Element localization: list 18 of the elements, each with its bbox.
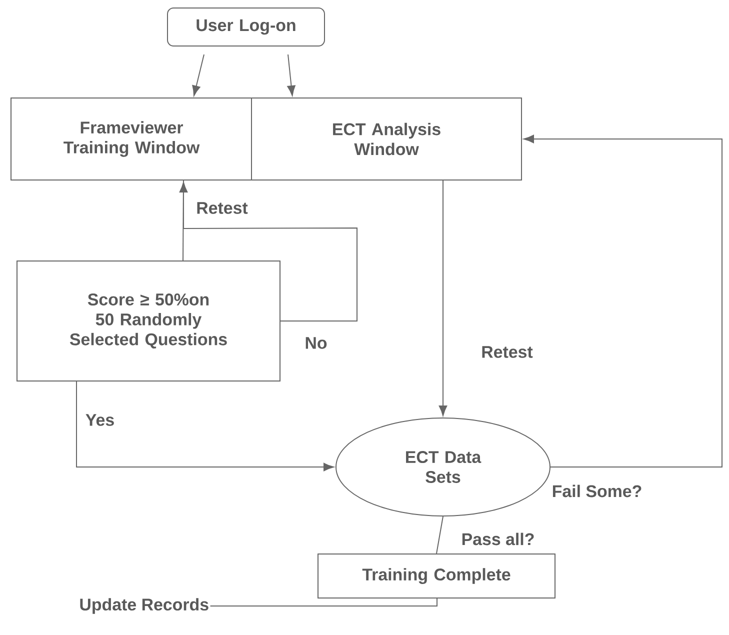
arrow [179, 182, 358, 322]
edge-label: Retest [195, 201, 249, 215]
edge-label: Pass all? [460, 532, 536, 546]
edge-label: Yes [84, 413, 116, 427]
edge-label: Retest [480, 345, 534, 359]
process-box: Frameviewer Training Window [10, 98, 252, 180]
decision-box: Score ≥ 50%on 50 Randomly Selected Questions [16, 260, 280, 382]
end-box: Training Complete [318, 554, 556, 598]
edge-label: Fail Some? [550, 484, 644, 498]
arrow [192, 54, 204, 96]
arrow [76, 381, 334, 472]
arrow [438, 180, 448, 416]
process-box: ECT Analysis Window [251, 98, 522, 180]
arrow [287, 54, 296, 96]
process-text: Update Records [80, 598, 208, 614]
start-box: User Log-on [167, 8, 325, 46]
arrow [524, 134, 722, 468]
branch-label: No [306, 337, 327, 349]
